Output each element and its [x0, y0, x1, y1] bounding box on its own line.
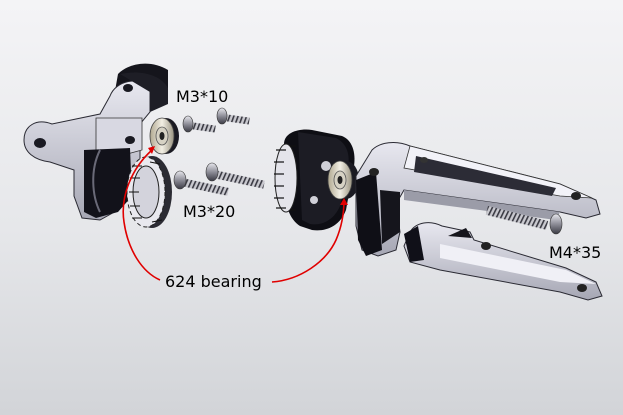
label-m3x10: M3*10 — [176, 87, 229, 106]
arm-lower — [403, 222, 603, 301]
bearing-left — [149, 117, 179, 155]
bearing-annotation-arrows — [122, 149, 345, 283]
left-bracket-part — [23, 63, 168, 221]
screw-m3x10-b — [216, 107, 250, 125]
label-m4x35: M4*35 — [549, 243, 602, 262]
large-gear-plate — [274, 129, 355, 231]
bearing-right — [327, 160, 359, 200]
arm-upper — [355, 142, 601, 257]
arrow-to-left-bearing — [122, 149, 161, 281]
screw-m3x20-a — [173, 170, 229, 196]
label-624-bearing: 624 bearing — [165, 272, 262, 291]
screw-m3x10-a — [182, 115, 216, 133]
arrow-to-right-bearing — [271, 199, 345, 283]
screw-m3x20-b — [205, 162, 265, 189]
arrowhead-left — [148, 146, 155, 154]
small-gear — [126, 156, 172, 228]
arrowhead-right — [340, 198, 348, 205]
screw-m4x35 — [485, 206, 563, 235]
label-m3x20: M3*20 — [183, 202, 236, 221]
arrowheads — [148, 146, 348, 205]
